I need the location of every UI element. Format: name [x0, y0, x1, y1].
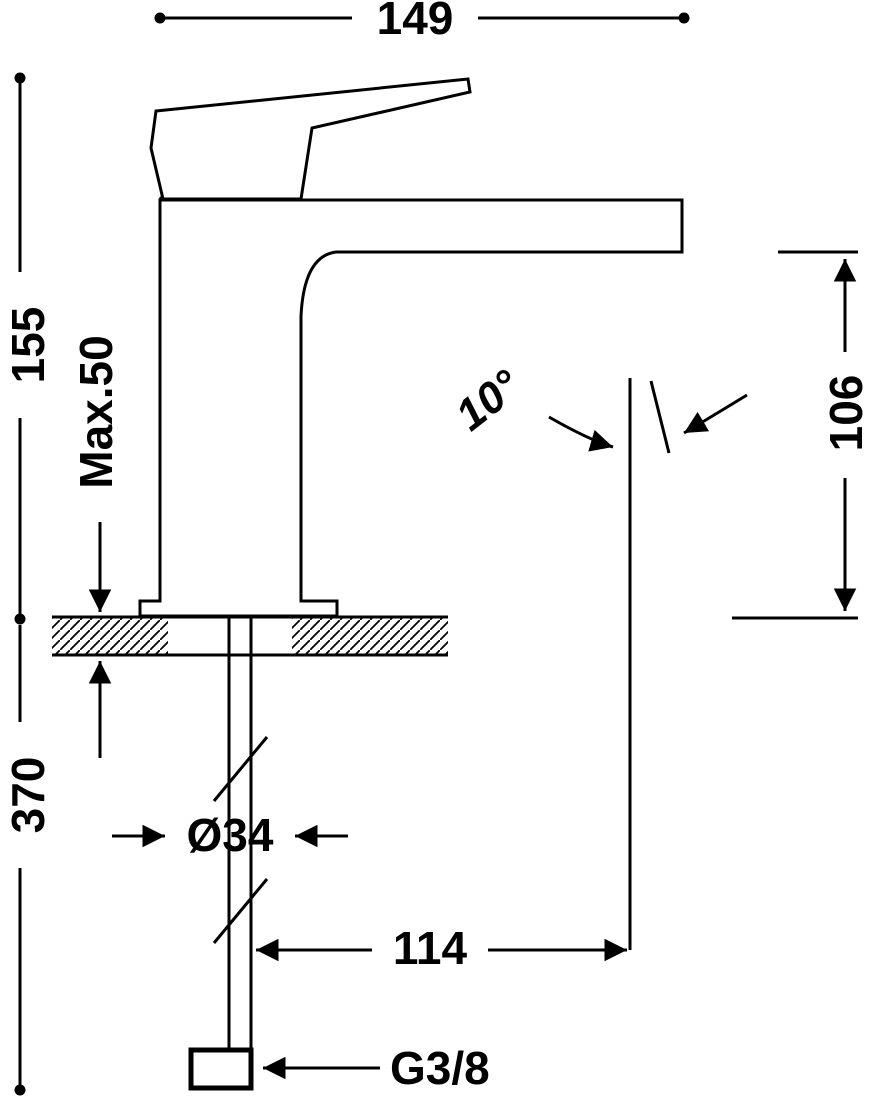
supply-pipe: [188, 616, 269, 1091]
thread-callout: G3/8: [263, 1042, 490, 1094]
dimension-label-outlet-angle: 10°: [447, 361, 530, 441]
faucet-lever-handle: [149, 77, 472, 201]
dimension-label-max-deck-thickness: Max.50: [70, 335, 122, 488]
thread-fitting: [188, 1047, 254, 1091]
dimension-label-outlet-height: 106: [820, 375, 870, 452]
pipe-break-mark: [212, 878, 269, 944]
deck-hatch-left: [52, 618, 168, 654]
dimension-label-hole-diameter: Ø34: [187, 809, 274, 861]
pipe-break-mark: [212, 736, 269, 802]
deck-hatch-right: [292, 618, 448, 654]
dimension-label-height-below-deck: 370: [2, 757, 54, 834]
faucet-outline: [138, 77, 684, 618]
dimension-height-above-deck: 155: [2, 72, 54, 625]
dimension-label-outlet-reach: 114: [393, 922, 468, 974]
tilted-outlet-line: [649, 380, 671, 454]
dimension-outlet-reach: 114: [256, 922, 627, 974]
angle-arc-left: [548, 415, 614, 452]
dimension-label-spout-width: 149: [377, 0, 454, 44]
outlet-angle-annotation: 10°: [447, 361, 748, 950]
dimension-label-thread: G3/8: [390, 1042, 490, 1094]
dimension-spout-width: 149: [154, 0, 690, 44]
dimension-label-height-above-deck: 155: [2, 307, 54, 384]
dimension-outlet-height: 106: [732, 250, 870, 620]
dimension-hole-diameter: Ø34: [112, 809, 348, 861]
angle-arc-right: [683, 393, 748, 435]
dimension-max-deck-thickness: Max.50: [70, 335, 122, 758]
dimension-height-below-deck: 370: [2, 625, 54, 1096]
faucet-body-and-spout: [138, 198, 684, 618]
